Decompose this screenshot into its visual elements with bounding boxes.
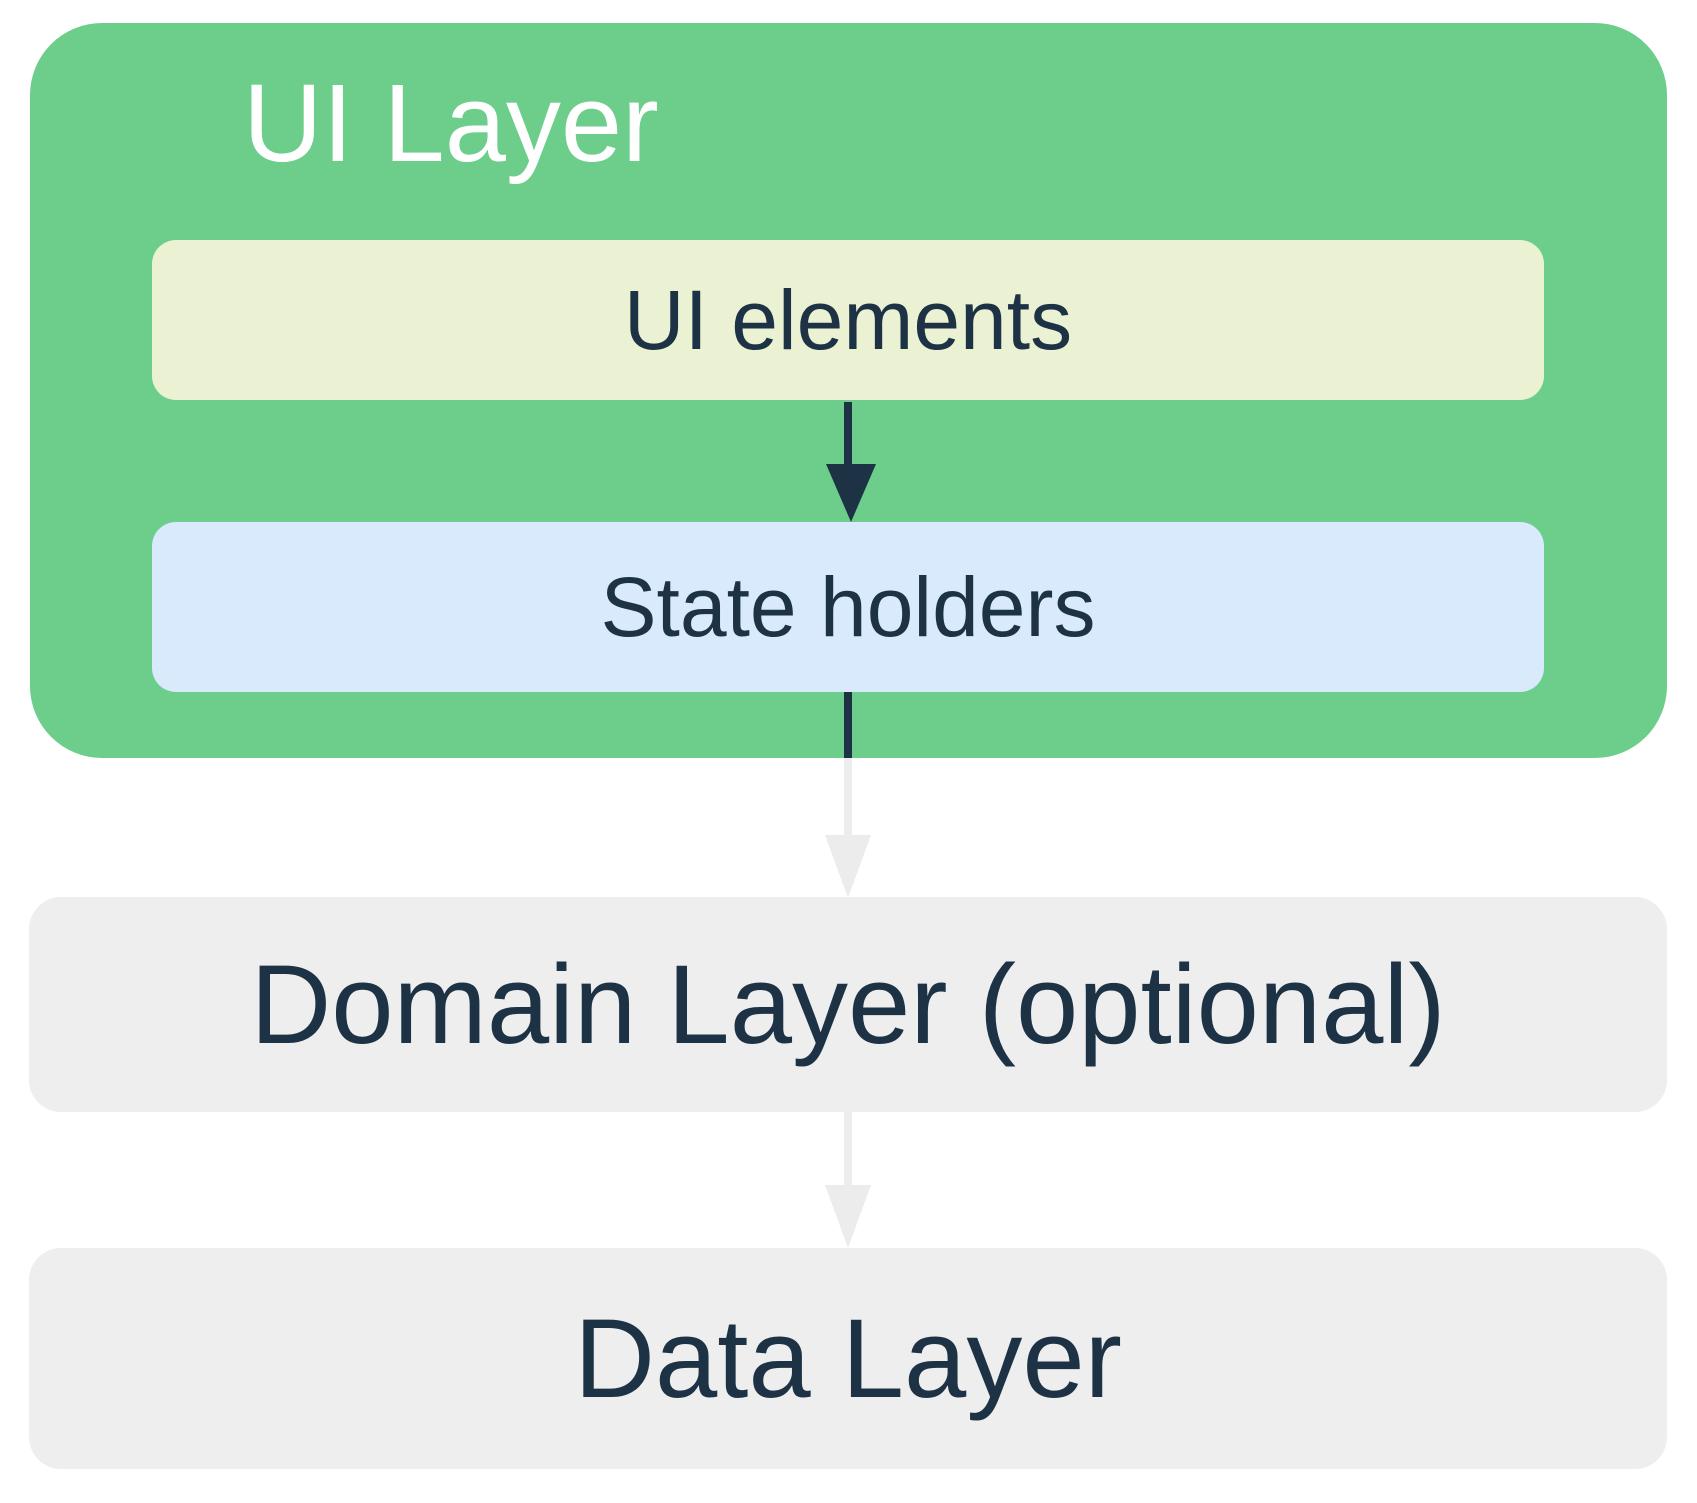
ui-layer-title: UI Layer (243, 61, 659, 185)
data-layer-box: Data Layer (29, 1248, 1667, 1469)
arrow-state-holders-exit-shaft (844, 692, 852, 758)
arrow-ui-layer-to-domain-layer-shaft (844, 758, 852, 835)
arrow-down-icon (826, 464, 876, 522)
ui-layer-box: UI Layer UI elements State holders (30, 23, 1667, 758)
arrow-ui-elements-to-state-holders-shaft (844, 402, 852, 464)
domain-layer-label: Domain Layer (optional) (250, 942, 1446, 1067)
state-holders-box: State holders (152, 522, 1544, 692)
arrow-down-light-icon (825, 1185, 871, 1248)
ui-elements-label: UI elements (623, 272, 1073, 367)
data-layer-label: Data Layer (574, 1296, 1122, 1421)
state-holders-label: State holders (600, 559, 1096, 654)
domain-layer-box: Domain Layer (optional) (29, 897, 1667, 1112)
ui-elements-box: UI elements (152, 240, 1544, 400)
arrow-down-light-icon (825, 835, 871, 898)
arrow-domain-layer-to-data-layer-shaft (844, 1112, 852, 1185)
